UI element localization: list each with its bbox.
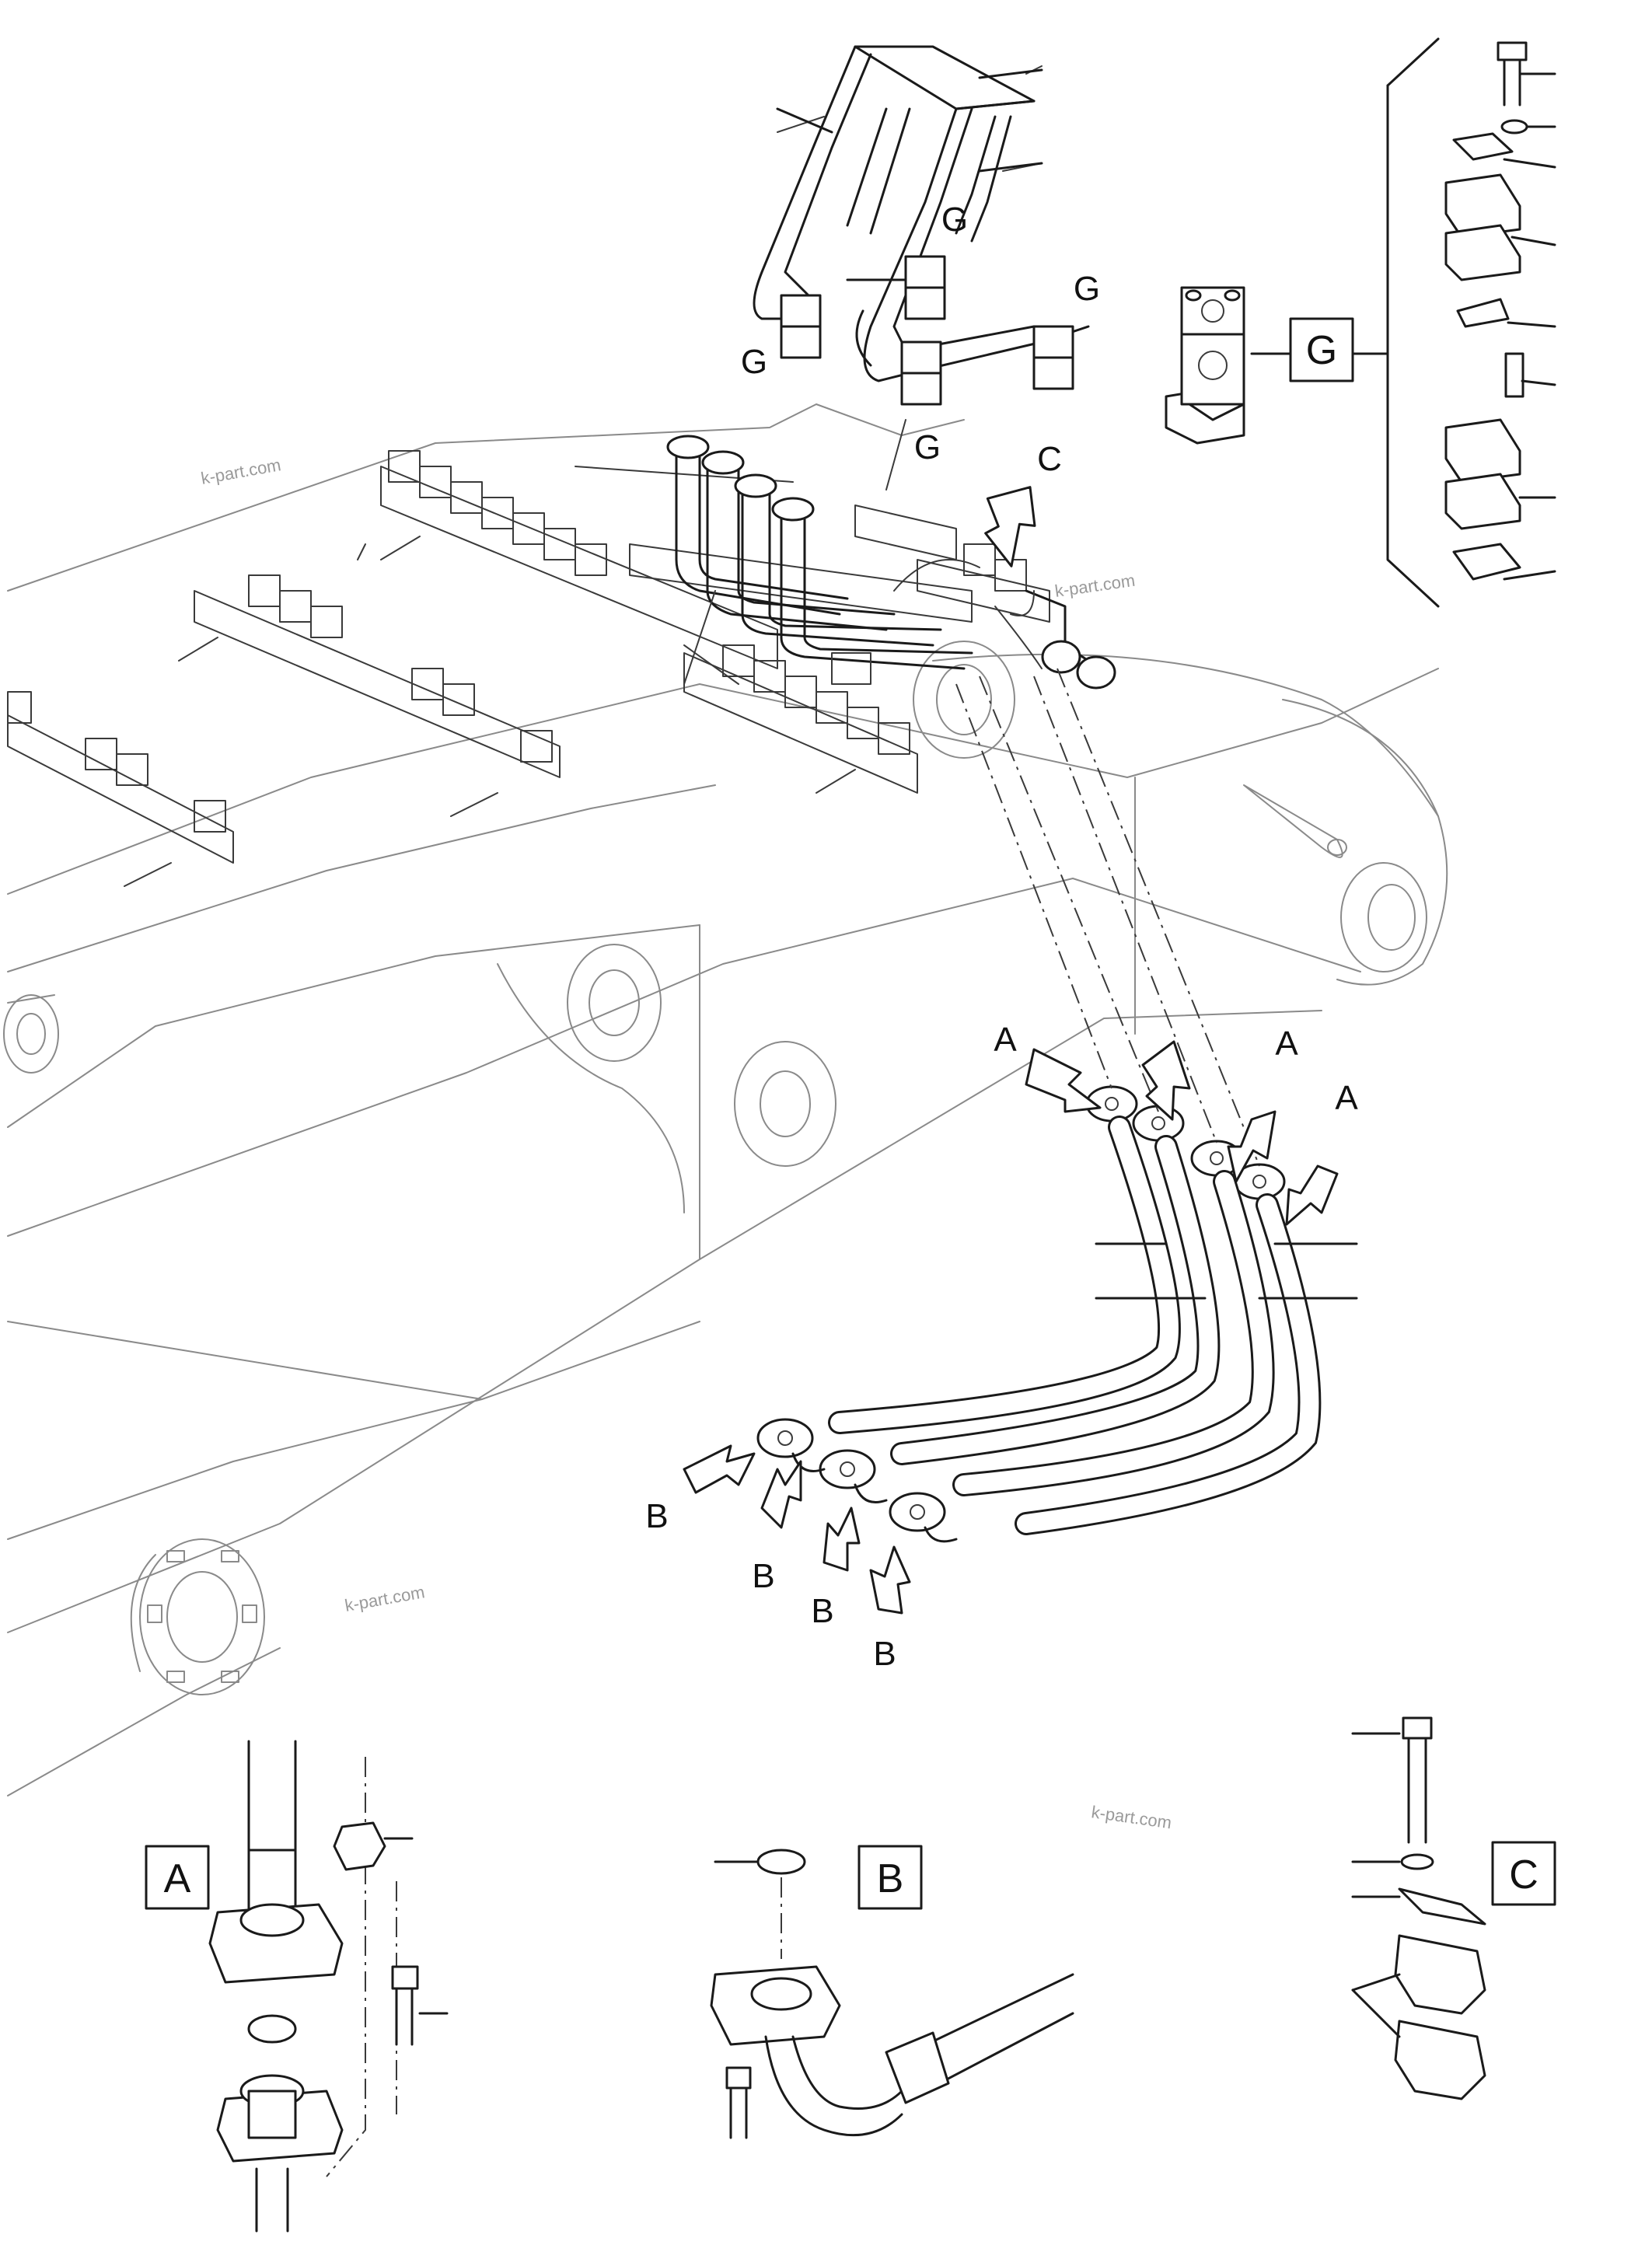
detail-box-c: C — [1491, 1841, 1556, 1906]
arrows — [683, 486, 1339, 1615]
callout-g-4: G — [914, 428, 941, 466]
slew-flange — [139, 1538, 265, 1695]
watermark-4: k-part.com — [1090, 1802, 1172, 1832]
detail-b — [710, 1849, 1074, 2139]
callout-g-1: G — [941, 201, 968, 239]
callout-c: C — [1037, 440, 1062, 478]
g-clamp-3 — [900, 340, 942, 406]
hydraulic-hoses — [828, 1116, 1322, 1535]
detail-box-a-label: A — [164, 1856, 191, 1901]
detail-box-g: G — [1289, 317, 1354, 382]
watermark-1: k-part.com — [200, 455, 283, 488]
callout-g-2: G — [1074, 270, 1100, 308]
pipe-manifold — [629, 435, 1116, 690]
callout-b-2: B — [752, 1557, 774, 1595]
detail-a — [208, 1740, 449, 2233]
watermark-2: k-part.com — [1053, 571, 1136, 601]
watermarks: k-part.com k-part.com k-part.com k-part.… — [200, 455, 1173, 1832]
leader-lines-hoses — [1095, 1242, 1358, 1300]
leader-lines-bracket — [776, 68, 1043, 173]
boom-arm — [3, 403, 1448, 1796]
callout-b-4: B — [873, 1635, 896, 1673]
hose-fittings-b — [756, 1418, 958, 1543]
clamp-rails — [7, 450, 918, 887]
g-clamp-1 — [780, 294, 822, 359]
callout-letters: G G G G C A A A B B B B — [645, 201, 1358, 1673]
callout-a-3: A — [1335, 1079, 1358, 1117]
callout-g-3: G — [741, 343, 767, 381]
detail-box-g-label: G — [1306, 328, 1337, 373]
g-clamp-2 — [904, 255, 946, 320]
detail-c — [1351, 1716, 1486, 2100]
callout-a-1: A — [994, 1021, 1017, 1059]
callout-a-2: A — [1275, 1025, 1298, 1063]
detail-box-a: A — [145, 1845, 210, 1910]
g-clamp-4 — [1032, 325, 1074, 390]
clamp-assembly-g — [1165, 37, 1556, 608]
callout-b-1: B — [645, 1497, 668, 1535]
detail-box-c-label: C — [1509, 1852, 1538, 1898]
callout-b-3: B — [811, 1592, 833, 1630]
detail-box-b: B — [857, 1845, 923, 1910]
detail-box-b-label: B — [877, 1856, 904, 1901]
support-bracket — [753, 45, 1090, 491]
watermark-3: k-part.com — [344, 1582, 427, 1615]
centerlines — [955, 668, 1260, 1167]
clamp-row-upper — [388, 450, 607, 576]
